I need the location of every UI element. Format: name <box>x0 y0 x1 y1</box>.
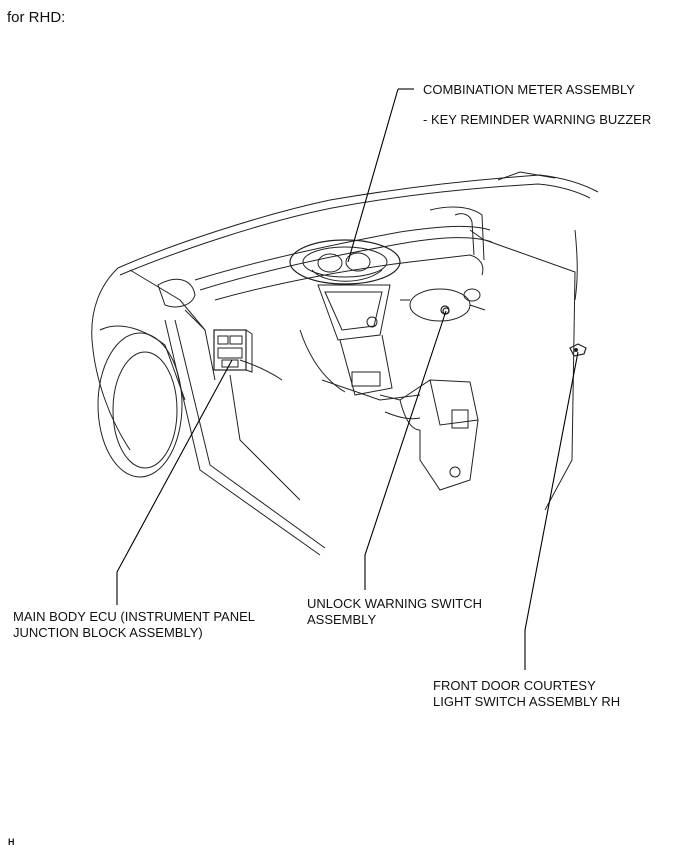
leader-courtesy-switch <box>524 351 579 670</box>
main-body-ecu-label: MAIN BODY ECU (INSTRUMENT PANEL JUNCTION… <box>13 609 255 641</box>
courtesy-switch-label-line1: FRONT DOOR COURTESY <box>433 678 596 693</box>
unlock-warning-switch-label-line1: UNLOCK WARNING SWITCH <box>307 596 483 611</box>
combination-meter-cluster <box>289 239 401 285</box>
center-console <box>299 284 421 401</box>
leader-unlock-switch <box>364 310 447 590</box>
floor-console <box>379 379 479 491</box>
figure-code: H <box>8 837 15 847</box>
main-body-ecu-label-line1: MAIN BODY ECU (INSTRUMENT PANEL <box>13 609 255 624</box>
main-body-ecu-label-line2: JUNCTION BLOCK ASSEMBLY) <box>13 625 203 640</box>
courtesy-switch-label: FRONT DOOR COURTESY LIGHT SWITCH ASSEMBL… <box>433 678 620 710</box>
steering-column <box>400 288 486 322</box>
combination-meter-label: COMBINATION METER ASSEMBLY <box>423 82 635 97</box>
leader-main-body-ecu <box>116 359 233 605</box>
leader-meter <box>347 88 399 263</box>
courtesy-switch-label-line2: LIGHT SWITCH ASSEMBLY RH <box>433 694 621 709</box>
dashboard <box>194 206 493 301</box>
unlock-warning-switch-component <box>442 307 450 315</box>
key-reminder-buzzer-label: - KEY REMINDER WARNING BUZZER <box>423 112 652 127</box>
unlock-warning-switch-label: UNLOCK WARNING SWITCH ASSEMBLY <box>307 596 482 628</box>
front-body-left <box>91 267 216 478</box>
courtesy-switch-component <box>569 343 587 357</box>
main-body-ecu-component <box>213 329 253 373</box>
unlock-warning-switch-label-line2: ASSEMBLY <box>307 612 377 627</box>
windshield-outline <box>117 171 599 276</box>
page-title: for RHD: <box>7 9 66 26</box>
door-opening-left <box>164 319 326 556</box>
door-opening-right <box>469 229 578 511</box>
